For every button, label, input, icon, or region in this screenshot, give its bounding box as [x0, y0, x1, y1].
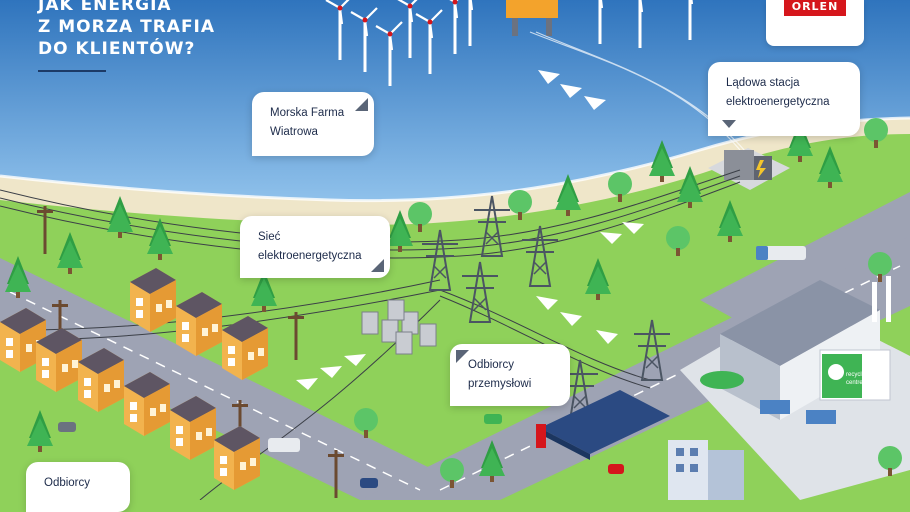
- offshore-substation: [506, 0, 558, 36]
- vehicles: [58, 246, 806, 488]
- flow-arrows-land: [296, 222, 644, 390]
- recycling-sign-line-2: centre: [846, 380, 863, 386]
- recycling-sign-line-1: recycling: [846, 372, 870, 378]
- callout-residential-customers[interactable]: Odbiorcy: [26, 462, 130, 512]
- callout-industrial-line-1: Odbiorcy: [468, 359, 515, 371]
- beach: [0, 118, 910, 225]
- city-buildings: [668, 440, 744, 500]
- callout-pointer-marker: [722, 120, 736, 128]
- page-title: Jak energia z morza trafia do klientów?: [38, 0, 215, 60]
- land-substation-building: [708, 148, 790, 190]
- title-underline: [38, 70, 106, 72]
- callout-offshore-line-1: Morska Farma: [270, 107, 345, 119]
- title-line-3: do klientów?: [38, 39, 196, 59]
- callout-power-grid[interactable]: Sieć elektroenergetyczna: [240, 216, 390, 278]
- callout-station-line-2: elektroenergetyczna: [726, 96, 830, 108]
- flow-arrows-sea: [538, 70, 606, 110]
- callout-residential-line-1: Odbiorcy: [44, 477, 91, 489]
- industrial-area: recycling centre: [680, 276, 910, 500]
- transformer-yard: [361, 299, 437, 355]
- callout-corner-marker: [355, 98, 368, 111]
- title-line-2: z morza trafia: [38, 17, 216, 37]
- callout-station-line-1: Lądowa stacja: [726, 77, 800, 89]
- sea: [0, 0, 910, 201]
- callout-offshore-wind-farm[interactable]: Morska Farma Wiatrowa: [252, 92, 374, 156]
- title-line-1: Jak energia: [38, 0, 172, 15]
- callout-grid-line-2: elektroenergetyczna: [258, 250, 362, 262]
- logo-wordmark: ORLEN: [784, 0, 846, 16]
- callout-grid-line-1: Sieć: [258, 231, 281, 243]
- orlen-logo[interactable]: ORLEN: [766, 0, 864, 46]
- main-road-left: [0, 258, 430, 500]
- callout-offshore-line-2: Wiatrowa: [270, 126, 318, 138]
- callout-industrial-customers[interactable]: Odbiorcy przemysłowi: [450, 344, 570, 406]
- solar-carport: [536, 390, 670, 460]
- callout-corner-marker: [456, 350, 469, 363]
- road-markings: [9, 265, 901, 491]
- callout-industrial-line-2: przemysłowi: [468, 378, 532, 390]
- callout-corner-marker: [371, 259, 384, 272]
- callout-land-substation[interactable]: Lądowa stacja elektroenergetyczna: [708, 62, 860, 136]
